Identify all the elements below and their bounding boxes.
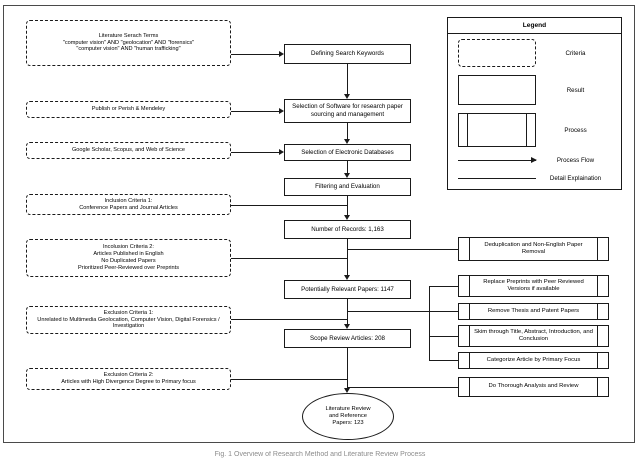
node-label: Literature Serach Terms "computer vision… — [62, 32, 195, 53]
legend-row-detail-explanation: Detail Explaination — [448, 172, 621, 184]
criteria-inclusion-1: Inclusion Criteria 1: Conference Papers … — [26, 194, 231, 215]
arrowhead-to-scope — [343, 324, 350, 329]
result-selection-of-software: Selection of Software for research paper… — [284, 99, 411, 123]
legend-label-process-flow: Process Flow — [556, 156, 595, 164]
node-label: Remove Thesis and Patent Papers — [487, 307, 580, 314]
spine-records-to-relevant — [347, 239, 348, 275]
arrowhead-databases — [279, 148, 284, 155]
legend-row-result: Result — [448, 74, 621, 106]
process-remove-thesis-patent: Remove Thesis and Patent Papers — [458, 303, 609, 320]
arrowhead-to-filtering — [343, 173, 350, 178]
node-label: Skim through Title, Abstract, Introducti… — [474, 328, 593, 342]
result-scope-review-articles: Scope Review Articles: 208 — [284, 329, 411, 348]
arrowhead-software — [279, 107, 284, 114]
criteria-literature-search-terms: Literature Serach Terms "computer vision… — [26, 20, 231, 66]
legend-swatch-process-flow — [458, 156, 537, 163]
spine-filtering-to-records — [347, 196, 348, 215]
connector-exclusion2-detail — [231, 379, 348, 380]
connector-criteria-to-keywords — [231, 54, 279, 55]
connector-group-to-skim — [429, 336, 458, 337]
legend-label-result: Result — [566, 86, 585, 94]
connector-criteria-to-databases — [231, 152, 279, 153]
node-label: Categorize Article by Primary Focus — [486, 356, 581, 363]
legend-title: Legend — [448, 18, 621, 34]
legend: Legend Criteria Result Process Process F… — [447, 17, 622, 190]
arrow-right-icon — [531, 156, 537, 163]
node-label: Do Thorough Analysis and Review — [488, 383, 579, 390]
node-label: Incolusion Criteria 2: Articles Publishe… — [77, 244, 180, 271]
node-label: Exclusion Criteria 1: Unrelated to Multi… — [37, 309, 220, 330]
criteria-electronic-databases: Google Scholar, Scopus, and Web of Scien… — [26, 142, 231, 159]
legend-swatch-detail-explanation — [458, 177, 536, 179]
result-potentially-relevant-papers: Potentially Relevant Papers: 1147 — [284, 280, 411, 299]
node-label: Publish or Perish & Mendeley — [91, 106, 166, 113]
connector-group-to-replace-preprints — [429, 286, 458, 287]
arrowhead-to-software — [343, 94, 350, 99]
legend-row-process-flow: Process Flow — [448, 154, 621, 166]
legend-swatch-criteria — [458, 39, 536, 67]
criteria-software-tools: Publish or Perish & Mendeley — [26, 101, 231, 118]
result-defining-search-keywords: Defining Search Keywords — [284, 44, 411, 64]
connector-spine-to-group-trunk — [347, 311, 429, 312]
spine-scope-to-terminal — [347, 348, 348, 388]
legend-swatch-process — [458, 113, 536, 147]
node-label: Selection of Electronic Databases — [301, 148, 394, 156]
figure-caption: Fig. 1 Overview of Research Method and L… — [214, 451, 426, 458]
spine-keywords-to-software — [347, 64, 348, 94]
node-label: Replace Preprints with Peer Reviewed Ver… — [483, 278, 584, 292]
node-label: Potentially Relevant Papers: 1147 — [301, 285, 394, 293]
connector-criteria-to-software — [231, 111, 279, 112]
node-label: Exclusion Criteria 2: Articles with High… — [61, 372, 196, 385]
connector-spine-to-deduplication — [347, 249, 458, 250]
arrowhead-to-terminal — [343, 388, 350, 393]
connector-group-to-categorize — [429, 360, 458, 361]
arrowhead-to-relevant — [343, 275, 350, 280]
legend-label-criteria: Criteria — [565, 49, 586, 57]
spine-databases-to-filtering — [347, 161, 348, 173]
node-label: Deduplication and Non-English Paper Remo… — [484, 241, 583, 255]
legend-label-detail-explanation: Detail Explaination — [549, 174, 602, 182]
process-categorize-article: Categorize Article by Primary Focus — [458, 352, 609, 369]
arrowhead-to-records — [343, 215, 350, 220]
criteria-exclusion-1: Exclusion Criteria 1: Unrelated to Multi… — [26, 306, 231, 334]
node-label: Defining Search Keywords — [311, 50, 384, 58]
legend-swatch-result — [458, 75, 536, 105]
legend-label-process: Process — [564, 126, 587, 134]
node-label: Number of Records: 1,163 — [311, 225, 384, 233]
arrowhead-keywords — [279, 50, 284, 57]
arrowhead-to-databases — [343, 139, 350, 144]
result-number-of-records: Number of Records: 1,163 — [284, 220, 411, 239]
criteria-inclusion-2: Incolusion Criteria 2: Articles Publishe… — [26, 239, 231, 277]
result-filtering-and-evaluation: Filtering and Evaluation — [284, 178, 411, 196]
connector-inclusion2-detail — [231, 258, 348, 259]
process-thorough-analysis: Do Thorough Analysis and Review — [458, 377, 609, 397]
legend-row-process: Process — [448, 112, 621, 148]
node-label: Filtering and Evaluation — [315, 183, 380, 191]
connector-inclusion1-detail — [231, 205, 348, 206]
node-label: Selection of Software for research paper… — [292, 103, 403, 118]
legend-row-criteria: Criteria — [448, 37, 621, 69]
connector-spine-to-thorough-analysis — [347, 387, 458, 388]
connector-exclusion1-detail — [231, 319, 348, 320]
criteria-exclusion-2: Exclusion Criteria 2: Articles with High… — [26, 368, 231, 390]
node-label: Scope Review Articles: 208 — [310, 334, 385, 342]
process-deduplication: Deduplication and Non-English Paper Remo… — [458, 237, 609, 261]
process-skim-through: Skim through Title, Abstract, Introducti… — [458, 325, 609, 347]
node-label: Inclusion Criteria 1: Conference Papers … — [79, 197, 178, 211]
connector-group-to-remove-thesis — [429, 311, 458, 312]
figure-frame: Literature Serach Terms "computer vision… — [3, 5, 635, 443]
group-trunk-vertical-lower — [429, 336, 430, 360]
spine-software-to-databases — [347, 123, 348, 139]
result-selection-of-databases: Selection of Electronic Databases — [284, 144, 411, 161]
terminal-literature-review-papers: Literature Review and Reference Papers: … — [302, 393, 394, 440]
node-label: Literature Review and Reference Papers: … — [325, 405, 371, 427]
node-label: Google Scholar, Scopus, and Web of Scien… — [71, 147, 186, 154]
process-replace-preprints: Replace Preprints with Peer Reviewed Ver… — [458, 275, 609, 297]
